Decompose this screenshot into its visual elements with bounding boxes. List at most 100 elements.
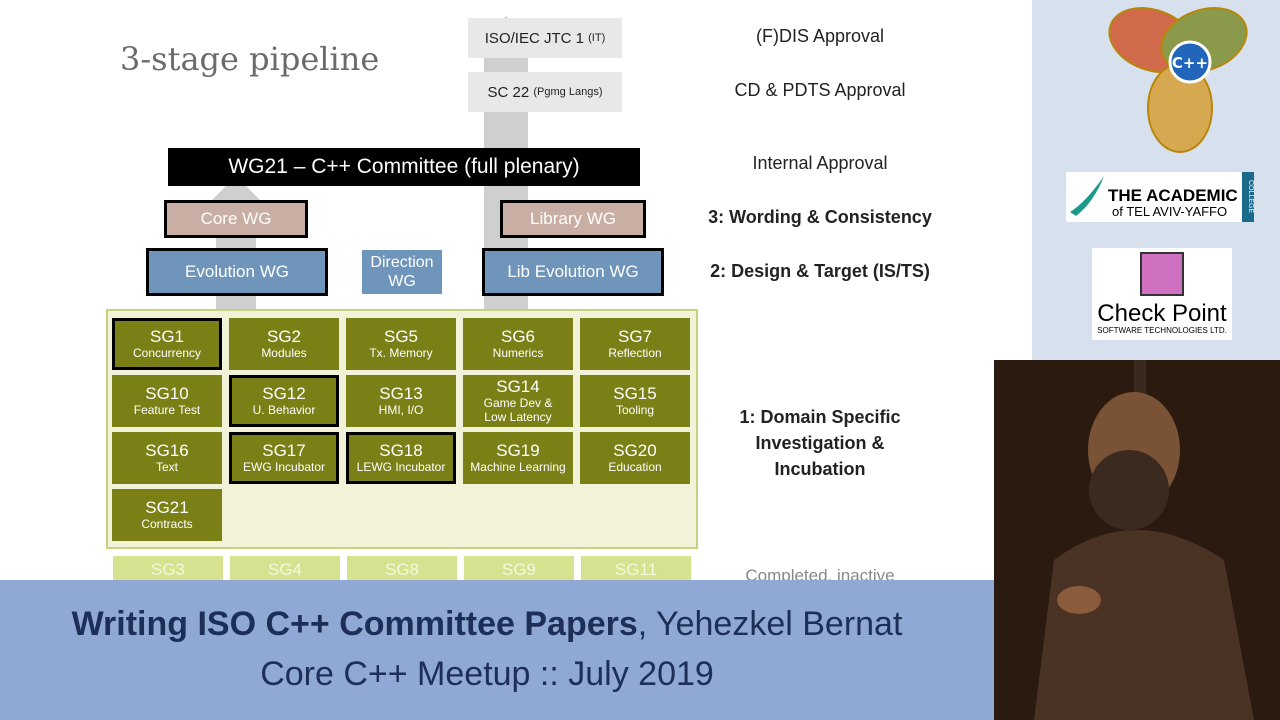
sg-number: SG10	[145, 384, 189, 403]
sg-description: U. Behavior	[252, 403, 316, 417]
sg-description: Machine Learning	[470, 460, 566, 474]
sg-description: Feature Test	[133, 403, 201, 417]
sg-description: Numerics	[492, 346, 544, 360]
slide-title: 3-stage pipeline	[120, 40, 380, 78]
sg-number: SG13	[379, 384, 423, 403]
sg-inactive-number: SG9	[501, 560, 537, 579]
sg-description: Contracts	[141, 517, 193, 531]
sg-description: Text	[155, 460, 178, 474]
wg21-box: WG21 – C++ Committee (full plenary)	[168, 148, 640, 186]
sg-inactive-box: SG4	[230, 556, 340, 580]
logo-panel: C++ THE ACADEMIC of TEL AVIV-YAFFO COLLE…	[1032, 0, 1280, 360]
sg-inactive-number: SG3	[150, 560, 186, 579]
sg-inactive-number: SG4	[267, 560, 303, 579]
library-wg-box: Library WG	[500, 200, 646, 238]
stage-internal: Internal Approval	[752, 153, 888, 173]
sg-number: SG15	[613, 384, 657, 403]
academic-swoosh-icon	[1070, 176, 1104, 216]
sg-number: SG16	[145, 441, 189, 460]
sg-description: Reflection	[608, 346, 662, 360]
stage-1-line3: Incubation	[774, 459, 866, 479]
stage-1-line2: Investigation &	[755, 433, 885, 453]
direction-wg-line2: WG	[388, 273, 416, 290]
inactive-label: Completed, inactive	[745, 566, 895, 580]
sg-inactive-number: SG8	[384, 560, 420, 579]
banner-subtitle: Core C++ Meetup :: July 2019	[260, 655, 714, 693]
speaker-silhouette	[994, 360, 1280, 720]
sg-inactive-number: SG11	[614, 560, 658, 579]
sg-inactive-box: SG3	[113, 556, 223, 580]
direction-wg-box: Direction WG	[362, 250, 442, 294]
cpp-badge-text: C++	[1172, 54, 1208, 72]
slide: 3-stage pipeline ISO/IEC JTC 1 (IT) SC 2…	[0, 0, 1032, 580]
direction-wg-line1: Direction	[370, 254, 434, 271]
sg-number: SG12	[262, 384, 306, 403]
sg-description: Tooling	[615, 403, 655, 417]
sg-inactive-box: SG11	[581, 556, 691, 580]
sg-description: EWG Incubator	[242, 460, 326, 474]
sg-description: Game Dev &	[483, 396, 553, 410]
sg-number: SG20	[613, 441, 657, 460]
sg-number: SG18	[379, 441, 423, 460]
stage-1-line1: 1: Domain Specific	[739, 407, 901, 427]
sg-description: LEWG Incubator	[356, 460, 446, 474]
sg-number: SG6	[500, 327, 536, 346]
academic-line1: THE ACADEMIC	[1108, 186, 1238, 205]
stage-3: 3: Wording & Consistency	[708, 207, 932, 227]
lib-evolution-wg-box: Lib Evolution WG	[482, 248, 664, 296]
sg-description: HMI, I/O	[378, 403, 424, 417]
stage-2: 2: Design & Target (IS/TS)	[710, 261, 930, 281]
checkpoint-logo: Check Point SOFTWARE TECHNOLOGIES LTD.	[1092, 248, 1232, 340]
banner-title: Writing ISO C++ Committee Papers, Yehezk…	[0, 605, 974, 644]
sg-number: SG19	[496, 441, 540, 460]
academic-line2: of TEL AVIV-YAFFO	[1112, 204, 1228, 219]
sg-number: SG21	[145, 498, 189, 517]
sg-description: Concurrency	[132, 346, 202, 360]
iso-jtc1-box: ISO/IEC JTC 1 (IT)	[468, 18, 622, 58]
academic-logo: THE ACADEMIC of TEL AVIV-YAFFO COLLEGE	[1066, 172, 1254, 222]
core-wg-box: Core WG	[164, 200, 308, 238]
cpp-logo: C++	[1108, 7, 1248, 153]
checkpoint-sub: SOFTWARE TECHNOLOGIES LTD.	[1097, 326, 1227, 335]
title-banner	[0, 580, 994, 720]
sg-description-extra: Low Latency	[484, 410, 552, 424]
checkpoint-name: Check Point	[1097, 300, 1227, 327]
stage-fdis: (F)DIS Approval	[755, 26, 885, 46]
sg-number: SG2	[266, 327, 302, 346]
sg-number: SG7	[617, 327, 653, 346]
sg-number: SG14	[496, 377, 540, 396]
speaker-video	[994, 360, 1280, 720]
sg-number: SG1	[149, 327, 185, 346]
iso-jtc1-sub: (IT)	[588, 32, 606, 44]
banner-title-bold: Writing ISO C++ Committee Papers	[71, 605, 638, 643]
banner-title-rest: , Yehezkel Bernat	[637, 605, 903, 643]
iso-jtc1-label: ISO/IEC JTC 1	[484, 29, 584, 47]
academic-side: COLLEGE	[1242, 172, 1254, 222]
sg-description: Tx. Memory	[369, 346, 433, 360]
sg-description: Education	[608, 460, 662, 474]
evolution-wg-box: Evolution WG	[146, 248, 328, 296]
sc22-label: SC 22	[487, 83, 530, 101]
sc22-box: SC 22 (Pgmg Langs)	[468, 72, 622, 112]
sg-number: SG17	[262, 441, 306, 460]
stage-cd-pdts: CD & PDTS Approval	[734, 80, 906, 100]
sg-inactive-box: SG9	[464, 556, 574, 580]
sg-description: Modules	[261, 346, 307, 360]
checkpoint-icon	[1140, 252, 1184, 296]
sg-inactive-box: SG8	[347, 556, 457, 580]
